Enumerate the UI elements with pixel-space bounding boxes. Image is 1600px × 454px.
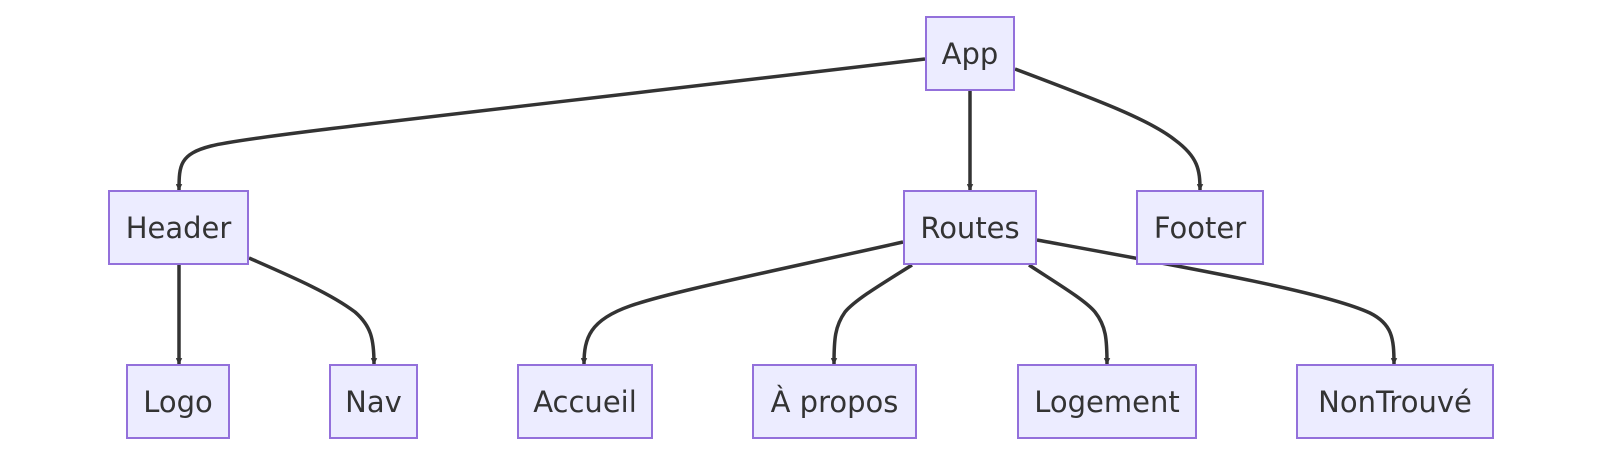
- node-non-trouve: NonTrouvé: [1296, 364, 1494, 439]
- node-logo: Logo: [126, 364, 230, 439]
- edge-routes-logement: [1028, 263, 1111, 365]
- node-routes: Routes: [903, 190, 1037, 265]
- node-header: Header: [108, 190, 249, 265]
- edge-header-nav: [248, 256, 378, 365]
- node-footer: Footer: [1136, 190, 1264, 265]
- node-a-propos: À propos: [752, 364, 917, 439]
- node-accueil: Accueil: [517, 364, 653, 439]
- node-app: App: [925, 16, 1015, 91]
- edge-app-footer: [1014, 67, 1204, 191]
- node-logement: Logement: [1017, 364, 1197, 439]
- node-nav: Nav: [329, 364, 418, 439]
- edge-routes-accueil: [580, 240, 904, 365]
- edge-app-header: [175, 57, 926, 191]
- edge-routes-apropos: [830, 263, 913, 365]
